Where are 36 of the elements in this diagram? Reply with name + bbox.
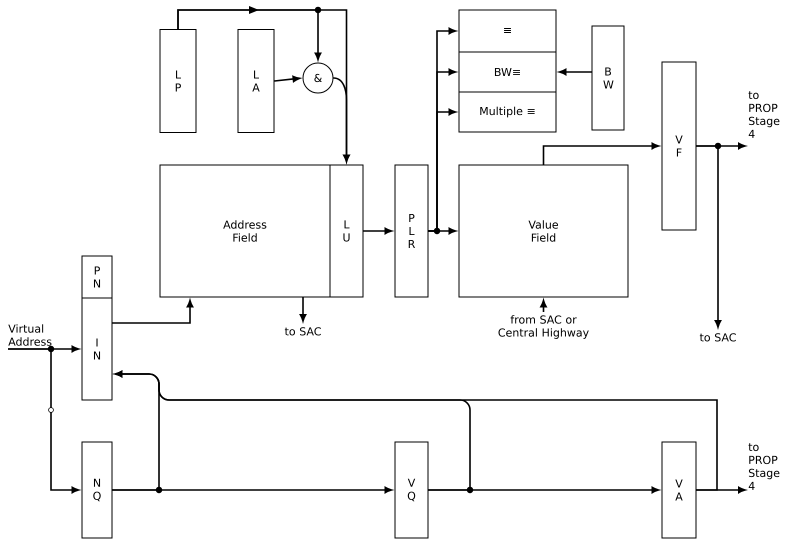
signal-label: to PROP Stage 4 [748,443,780,490]
compare-box: ≡ [458,10,556,52]
signal-label: to SAC [700,333,736,342]
field-box: Value Field [458,164,628,298]
arrow [333,77,350,162]
arrow [542,142,660,164]
register-box: B W [592,26,624,130]
signal-label: to PROP Stage 4 [748,91,780,138]
register-box: L U [330,164,364,298]
register-box: I N [82,298,112,400]
arrow [300,298,306,322]
signal-label: to SAC [284,327,321,336]
register-box: P L R [394,164,428,298]
register-box: L P [160,29,196,133]
arrow [114,370,718,491]
register-box: L A [238,29,274,133]
arrow [696,486,746,494]
signal-label: from SAC or Central Highway [498,315,589,339]
register-box: V F [662,62,696,230]
arrow [274,76,300,82]
field-box: Address Field [160,164,330,298]
arrow [177,9,322,60]
compare-box: BW≡ [458,52,556,92]
arrow [696,145,722,328]
arrow [364,228,392,234]
arrow [540,300,547,312]
arrow [8,348,80,494]
register-box: V A [662,442,696,538]
arrow [428,228,456,234]
signal-label: Virtual Address [8,324,52,346]
register-box: P N [82,256,112,298]
register-box: V Q [394,442,428,538]
compare-box: Multiple ≡ [458,92,556,132]
arrow [112,300,194,324]
arrow [558,68,592,76]
register-box: N Q [82,442,112,538]
